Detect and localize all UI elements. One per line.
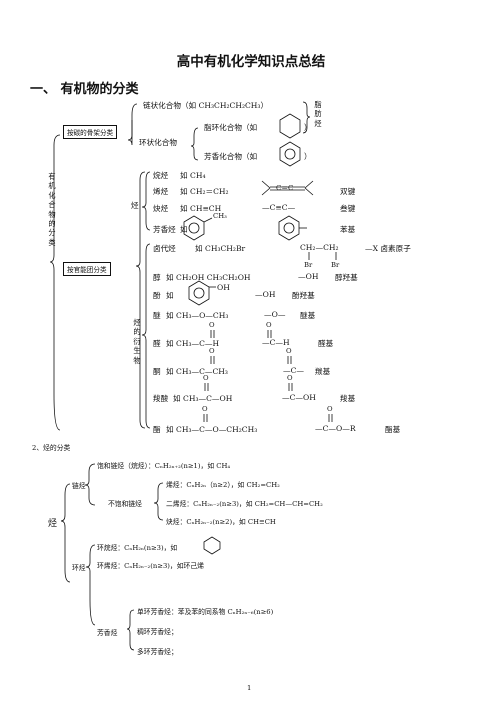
oxygen: O	[203, 374, 209, 382]
oxygen: O	[209, 347, 215, 355]
row-d: 羰基	[315, 367, 331, 376]
by-group-box: 按官能团分类	[63, 262, 111, 276]
row-b: 如 CH₃—C—O—CH₂CH₃	[166, 425, 258, 434]
row-d: —X 卤素原子	[365, 244, 411, 253]
cyclic-hydrocarbon: 环烃	[72, 564, 86, 572]
row-b: 如 CH₂＝CH₂	[180, 187, 229, 196]
close-paren: ）	[304, 123, 312, 132]
row-b: 如 CH₃—C—CH₃	[166, 367, 228, 376]
row-a: 烯烃	[153, 187, 169, 196]
row-a: 醚	[153, 311, 161, 320]
row-b: 如 CH₃—C—OH	[173, 394, 233, 403]
alkyne-line: 炔烃：CₙH₂ₙ₋₂(n≥2)，如 CH≡CH	[166, 518, 276, 526]
row-b: 如 CH≡CH	[180, 204, 222, 213]
diene-line: 二烯烃：CₙH₂ₙ₋₂(n≥3)，如 CH₂=CH—CH=CH₂	[166, 500, 323, 508]
row-a: 炔烃	[153, 204, 169, 213]
row-b: 如 CH₄	[180, 171, 206, 180]
cycloalkene-line: 环烯烃：CₙH₂ₙ₋₂(n≥3)，如环己烯	[97, 562, 204, 570]
row-d: 醛基	[318, 339, 334, 348]
hydrocarbon-label: 烃	[131, 201, 139, 210]
cycloalkane-line: 环烷烃：CₙH₂ₙ(n≥3)，如	[97, 544, 178, 552]
row-b: 如	[166, 291, 174, 300]
row-c: —C—O—R	[315, 424, 356, 433]
row-c: —C—H	[262, 338, 290, 347]
derivative-label: 烃的衍生物	[133, 318, 141, 365]
row-a: 酯	[153, 425, 161, 434]
row-d: 双键	[340, 187, 356, 196]
by-skeleton-box: 按碳的骨架分类	[63, 125, 118, 139]
row-c: —C≡C—	[262, 203, 296, 212]
chain-compound: 链状化合物（如 CH₃CH₂CH₂CH₃）	[143, 101, 269, 110]
polycyclic-aromatic: 多环芳香烃；	[137, 648, 178, 656]
row-a: 醇	[153, 273, 161, 282]
row-d: 叁键	[340, 204, 356, 213]
row-b: 如 CH₂OH CH₃CH₂OH	[166, 273, 251, 282]
row-d: 酯基	[385, 425, 401, 434]
oxygen: O	[209, 321, 215, 329]
row-c: —C—	[283, 366, 304, 375]
row-b: 如 CH₃—C—H	[166, 339, 220, 348]
row-c: —OH	[298, 272, 319, 281]
row-a: 卤代烃	[153, 244, 176, 253]
row-c: CH₂—CH₂	[300, 243, 339, 252]
fused-aromatic: 稠环芳香烃；	[137, 628, 178, 636]
oxygen: O	[327, 405, 333, 413]
bromine-2: Br	[331, 261, 340, 269]
hydrocarbon-root: 烃	[48, 519, 58, 529]
section2-heading: 2、烃的分类	[32, 444, 71, 452]
row-c: —C—OH	[282, 393, 316, 402]
row-d: 苯基	[340, 225, 356, 234]
page-number: 1	[247, 684, 252, 692]
row-a: 酚	[153, 291, 161, 300]
ring-compound: 环状化合物	[139, 138, 177, 147]
oxygen: O	[266, 321, 272, 329]
aromatic-compound: 芳香化合物（如	[204, 152, 258, 161]
row-a: 羧酸	[153, 394, 169, 403]
row-d: 酚羟基	[292, 291, 315, 300]
row-d: 醇羟基	[335, 273, 358, 282]
tree1-root: 有机化合物的分类	[48, 172, 56, 247]
section-heading: 一、 有机物的分类	[30, 82, 139, 97]
oxygen: O	[287, 374, 293, 382]
row-c: —O—	[264, 310, 286, 319]
alkene-line: 烯烃：CₙH₂ₙ（n≥2），如 CH₂=CH₂	[166, 481, 280, 489]
row-a: 醛	[153, 339, 161, 348]
alicyclic-compound: 脂环化合物（如	[204, 123, 258, 132]
saturated-chain: 饱和链烃（烷烃）：CₙH₂ₙ₊₂(n≥1)，如 CH₄	[97, 462, 231, 470]
aromatic-hydrocarbon: 芳香烃	[97, 629, 118, 637]
row-b: 如 CH₃—O—CH₃	[166, 311, 229, 320]
row-d: 羧基	[340, 394, 356, 403]
row-c: CH₃	[213, 212, 227, 220]
row-a: 酮	[153, 367, 161, 376]
row-b: 如 CH₃CH₂Br	[195, 244, 246, 253]
unsaturated-chain: 不饱和链烃	[108, 500, 142, 508]
oxygen: O	[202, 405, 208, 413]
monocyclic-aromatic: 单环芳香烃：苯及苯的同系物 CₙH₂ₙ₋₆(n≥6)	[137, 608, 274, 616]
close-paren-2: ）	[304, 152, 312, 161]
chain-hydrocarbon: 链烃	[72, 482, 86, 490]
fatty-hydrocarbon: 脂肪烃	[314, 100, 322, 128]
row-a: 烷烃	[153, 171, 169, 180]
row-b: 如	[180, 225, 188, 234]
phenol-oh: OH	[217, 283, 230, 292]
row-c: C＝C	[276, 184, 294, 192]
bromine-1: Br	[304, 261, 313, 269]
row-c: —OH	[255, 290, 276, 299]
page-title: 高中有机化学知识点总结	[176, 54, 326, 70]
row-a: 芳香烃	[153, 225, 176, 234]
oxygen: O	[286, 347, 292, 355]
row-d: 醚基	[300, 311, 316, 320]
